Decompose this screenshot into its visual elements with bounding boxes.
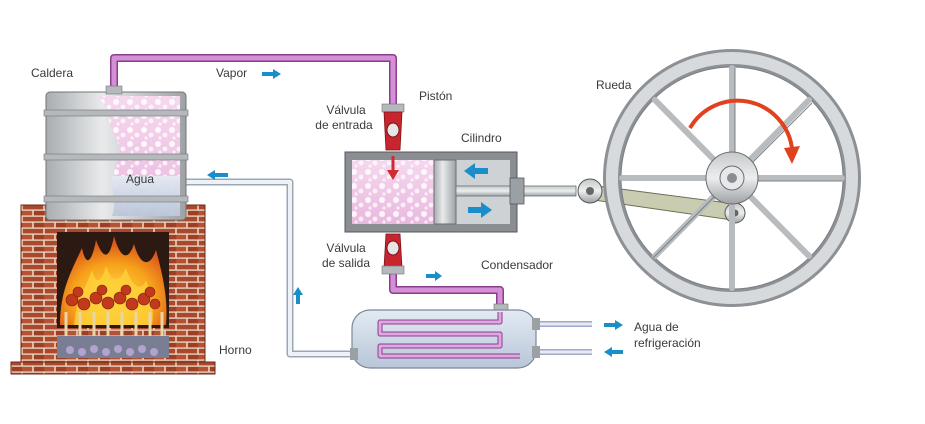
label-valvula-entrada-1: Válvula xyxy=(326,103,366,117)
furnace xyxy=(10,204,216,375)
boiler xyxy=(43,85,189,221)
label-caldera: Caldera xyxy=(31,66,74,80)
label-valvula-salida-2: de salida xyxy=(321,256,371,270)
label-rueda: Rueda xyxy=(596,78,632,92)
label-condensador: Condensador xyxy=(481,258,554,272)
label-agua: Agua xyxy=(126,172,155,186)
label-valvula-entrada-2: de entrada xyxy=(315,118,373,132)
water-return-pipe xyxy=(180,178,356,358)
flow-arrow-cooling-in xyxy=(604,347,623,357)
flywheel xyxy=(603,49,861,307)
rotation-arrow-icon xyxy=(688,98,800,164)
piston xyxy=(433,159,457,225)
cylinder xyxy=(344,151,577,233)
cooling-water-pipes xyxy=(540,321,592,355)
coal-bed xyxy=(65,284,161,311)
label-horno: Horno xyxy=(219,343,252,357)
flow-arrow-cooling-out xyxy=(604,320,623,330)
flow-arrow-water-in xyxy=(207,170,228,180)
label-vapor: Vapor xyxy=(216,66,248,80)
flow-arrow-vapor xyxy=(262,69,281,79)
grate xyxy=(64,312,164,336)
exhaust-pipe xyxy=(389,268,504,308)
label-valvula-salida-1: Válvula xyxy=(326,241,366,255)
steam-pipe xyxy=(110,54,397,110)
label-piston: Pistón xyxy=(419,89,453,103)
label-agua-refrigeracion-1: Agua de xyxy=(634,320,679,334)
flow-down-arrow xyxy=(387,156,399,180)
outlet-valve xyxy=(381,233,405,275)
flow-arrow-return-up xyxy=(293,287,303,304)
label-agua-refrigeracion-2: refrigeración xyxy=(634,336,701,350)
condenser xyxy=(350,303,540,369)
flow-arrow-exhaust xyxy=(426,271,442,281)
inlet-valve xyxy=(381,103,405,151)
label-cilindro: Cilindro xyxy=(461,131,502,145)
flow-arrow-cylinder-out xyxy=(468,202,492,218)
flow-arrow-cylinder-in xyxy=(464,163,488,179)
